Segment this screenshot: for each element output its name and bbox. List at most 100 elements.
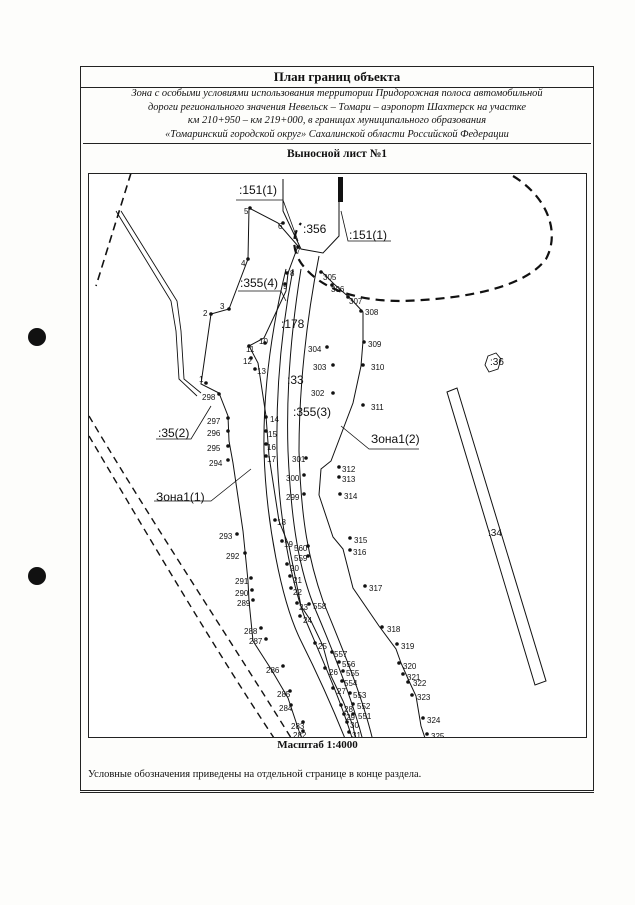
boundary-point-label: 309	[368, 340, 382, 349]
boundary-point-marker	[235, 532, 239, 536]
boundary-point-marker	[307, 602, 311, 606]
parcel-356-outline	[282, 177, 340, 254]
boundary-point-label: 324	[427, 716, 441, 725]
boundary-point-marker	[319, 270, 323, 274]
boundary-point-marker	[259, 626, 263, 630]
boundary-point-label: 293	[219, 532, 233, 541]
boundary-point-label: 19	[284, 540, 293, 549]
boundary-point-label: 8	[290, 269, 295, 278]
boundary-point-marker	[246, 257, 250, 261]
boundary-point-marker	[347, 730, 351, 734]
parcel-label: :355(3)	[293, 405, 331, 419]
boundary-point-label: 5	[244, 207, 249, 216]
document-title: План границ объекта	[81, 67, 593, 88]
leader-zone1-2	[340, 425, 419, 450]
boundary-point-marker	[397, 661, 401, 665]
zone1-inner-outline	[248, 207, 356, 737]
boundary-point-label: 27	[337, 687, 346, 696]
boundary-point-label: 289	[237, 599, 251, 608]
zone1-right-outline	[318, 270, 426, 737]
leader-zone1-1	[154, 468, 252, 502]
boundary-point-label: 30	[350, 721, 359, 730]
boundary-point-label: 13	[257, 367, 266, 376]
boundary-point-marker	[285, 562, 289, 566]
boundary-point-label: 314	[344, 492, 358, 501]
boundary-point-marker	[346, 295, 350, 299]
sheet-title: Выносной лист №1	[286, 148, 388, 160]
boundary-point-marker	[302, 473, 306, 477]
boundary-point-marker	[226, 429, 230, 433]
boundary-point-marker	[227, 307, 231, 311]
parcel-label: :151(1)	[239, 183, 277, 197]
description-line: Зона с особыми условиями использования т…	[131, 88, 543, 99]
boundary-point-marker	[362, 340, 366, 344]
description-line: «Томаринский городской округ» Сахалинско…	[165, 128, 509, 140]
boundary-point-label: 18	[277, 518, 286, 527]
boundary-point-marker	[226, 458, 230, 462]
parcel-label: :151(1)	[349, 228, 387, 242]
parcel-label: :355(4)	[240, 276, 278, 290]
boundary-point-marker	[421, 716, 425, 720]
left-boundary-dashed	[89, 415, 292, 737]
boundary-point-marker	[331, 686, 335, 690]
boundary-point-marker	[339, 703, 343, 707]
boundary-point-label: 12	[243, 357, 252, 366]
boundary-point-label: 29	[346, 713, 355, 722]
boundary-point-marker	[264, 442, 268, 446]
boundary-point-label: 20	[290, 564, 299, 573]
boundary-point-label: 294	[209, 459, 223, 468]
boundary-point-label: 15	[268, 430, 277, 439]
boundary-point-marker	[247, 344, 251, 348]
zone-label: Зона1(1)	[156, 490, 205, 504]
boundary-point-marker	[283, 282, 287, 286]
parcel-label: :356	[303, 222, 327, 236]
boundary-point-label: 554	[344, 679, 358, 688]
boundary-point-label: 288	[244, 627, 258, 636]
boundary-point-marker	[281, 221, 285, 225]
boundary-point-label: 310	[371, 363, 385, 372]
boundary-point-marker	[302, 492, 306, 496]
boundary-point-label: 14	[270, 415, 279, 424]
parcel-label: :178	[281, 317, 305, 331]
boundary-point-marker	[401, 672, 405, 676]
boundary-point-marker	[340, 679, 344, 683]
parcel-35-outline	[115, 210, 198, 397]
boundary-point-marker	[361, 403, 365, 407]
boundary-point-marker	[280, 539, 284, 543]
boundary-point-marker	[342, 712, 346, 716]
boundary-point-label: 317	[369, 584, 383, 593]
boundary-point-label: 312	[342, 465, 356, 474]
boundary-point-label: 299	[286, 493, 300, 502]
boundary-point-label: 285	[277, 690, 291, 699]
boundary-point-label: 301	[292, 455, 306, 464]
boundary-point-marker	[313, 641, 317, 645]
boundary-point-marker	[348, 536, 352, 540]
boundary-point-label: 553	[353, 691, 367, 700]
road-line-4	[298, 255, 373, 737]
leader-35-2	[156, 405, 212, 440]
boundary-point-marker	[250, 588, 254, 592]
boundary-point-label: 1	[199, 375, 204, 384]
boundary-point-marker	[361, 363, 365, 367]
parcel-36-outline	[484, 352, 502, 373]
boundary-point-label: 25	[318, 642, 327, 651]
boundary-point-label: 2	[203, 309, 208, 318]
top-boundary-dashed	[95, 174, 132, 287]
boundary-point-label: 287	[249, 637, 263, 646]
boundary-point-marker	[345, 720, 349, 724]
boundary-point-label: 16	[267, 443, 276, 452]
boundary-point-label: 296	[207, 429, 221, 438]
boundary-point-marker	[204, 381, 208, 385]
punch-hole-bottom	[28, 567, 46, 585]
boundary-point-label: 560	[294, 544, 308, 553]
boundary-point-label: 313	[342, 475, 356, 484]
boundary-point-label: 22	[293, 588, 302, 597]
boundary-point-marker	[281, 664, 285, 668]
boundary-point-marker	[306, 544, 310, 548]
boundary-point-label: 551	[358, 712, 372, 721]
map-area: :151(1):356:151(1):355(4):178:33:355(3):…	[88, 173, 587, 738]
zone-boundary-dashed	[293, 175, 553, 303]
road-line-1	[263, 268, 345, 737]
boundary-point-label: 295	[207, 444, 221, 453]
parcel-34-outline	[446, 387, 547, 686]
